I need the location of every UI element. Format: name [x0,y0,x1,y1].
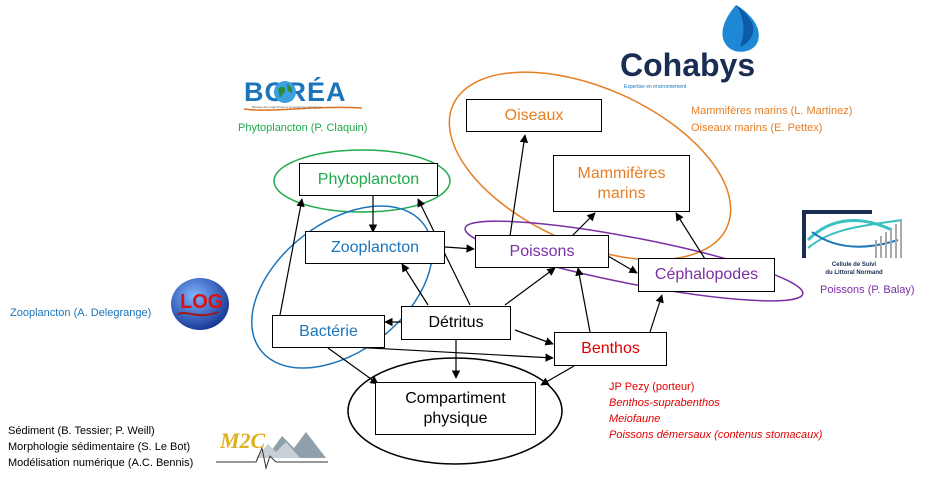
note-zooplancton: Zooplancton (A. Delegrange) [10,307,152,319]
node-mammiferes-label-1: Mammifères [577,164,666,182]
arrow-detritus-zoo [401,263,429,306]
node-zooplancton: Zooplancton [305,231,445,264]
arrow-detritus-benthos [514,329,554,346]
m2c-logo: M2C [216,418,328,470]
borea-logo: BORÉA Biologie des organismes et écosyst… [244,78,364,114]
log-sphere-icon [171,278,229,330]
svg-text:M2C: M2C [219,428,266,453]
cohabys-logo-text: Cohabys [620,47,756,83]
arrow-cephalopodes-mammiferes [675,212,706,260]
note-benthos-1: JP Pezy (porteur) [609,381,695,393]
node-oiseaux-label: Oiseaux [504,106,564,124]
node-detritus-label: Détritus [428,314,484,331]
note-benthos-2: Benthos-suprabenthos [609,397,720,409]
note-sediment-1: Sédiment (B. Tessier; P. Weill) [8,425,155,437]
node-mammiferes-label-2: marins [597,184,646,202]
cslm-logo: Cellule de Suivi du Littoral Normand [802,210,906,278]
arrow-detritus-poissons [504,267,556,306]
fish-group-ellipse [464,220,804,302]
node-phytoplancton-label: Phytoplancton [317,170,420,188]
node-bacterie-label: Bactérie [299,322,358,340]
node-benthos: Benthos [554,332,667,366]
physical-compartment-ellipse [347,357,563,465]
arrow-poissons-cephalopodes [607,255,638,274]
node-poissons-label: Poissons [509,242,575,260]
node-benthos-label: Benthos [581,340,640,357]
cslm-logo-text: Cellule de Suivi du Littoral Normand [814,261,894,277]
node-detritus: Détritus [401,306,511,340]
node-mammiferes-marins: Mammifères marins [553,155,690,212]
note-sediment-3: Modélisation numérique (A.C. Bennis) [8,457,194,469]
note-sediment-2: Morphologie sédimentaire (S. Le Bot) [8,441,191,453]
arrow-bacterie-phyto [279,198,305,316]
node-cephalopodes-label: Céphalopodes [654,266,759,283]
arrow-benthos-compartiment [540,365,575,386]
note-benthos-3: Meiofaune [609,413,661,425]
node-poissons: Poissons [475,235,609,268]
arrow-poissons-mammiferes [571,212,596,237]
cslm-logo-line1: Cellule de Suivi [831,262,877,268]
arrow-zoo-poissons [444,244,475,253]
note-mammiferes: Mammifères marins (L. Martinez) [691,105,853,117]
wave-icon [244,106,363,111]
cohabys-logo: Cohabys Expertise en environnement [620,3,776,91]
log-logo: LOG [168,276,232,332]
arrow-bacterie-compartiment [327,347,379,385]
borea-logo-tagline: Biologie des organismes et écosystèmes a… [252,105,322,109]
globe-icon [274,81,296,103]
cslm-fish-icon [802,210,903,258]
note-poissons: Poissons (P. Balay) [820,284,915,296]
arrow-benthos-cephalopodes [649,294,664,333]
arrow-bacterie-benthos [352,346,554,362]
node-bacterie: Bactérie [272,315,385,348]
node-zooplancton-label: Zooplancton [330,238,420,256]
note-oiseaux: Oiseaux marins (E. Pettex) [691,122,823,134]
arrow-benthos-poissons [575,267,591,333]
phytoplankton-group-ellipse [273,149,451,213]
cslm-logo-line2: du Littoral Normand [825,270,883,276]
droplet-icon [722,5,759,52]
node-phytoplancton: Phytoplancton [299,163,438,196]
note-benthos-4: Poissons démersaux (contenus stomacaux) [609,429,823,441]
node-compartiment-label-2: physique [423,409,488,427]
node-compartiment-physique: Compartiment physique [375,382,536,435]
note-phytoplancton: Phytoplancton (P. Claquin) [238,122,368,134]
node-cephalopodes: Céphalopodes [638,258,775,292]
node-oiseaux: Oiseaux [466,99,602,132]
arrow-poissons-oiseaux [509,134,529,237]
cohabys-logo-tagline: Expertise en environnement [624,84,687,90]
log-logo-text: LOG [180,291,224,313]
mountain-signal-icon: M2C [216,428,328,470]
node-compartiment-label-1: Compartiment [405,389,506,407]
zooplankton-group-ellipse [251,205,433,369]
